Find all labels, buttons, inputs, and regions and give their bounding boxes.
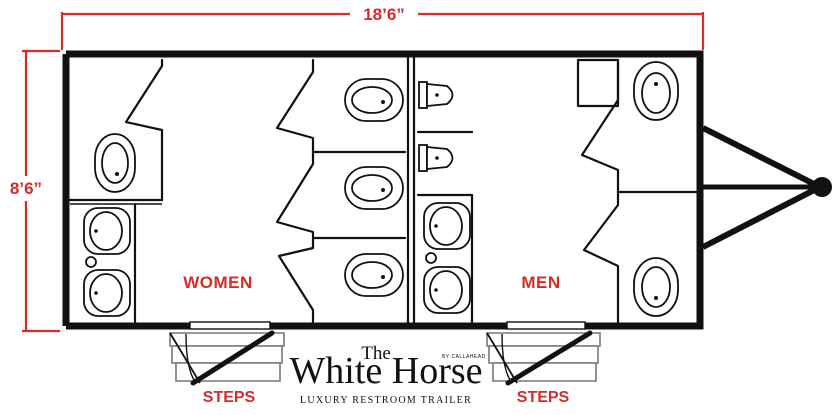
toilet-icon xyxy=(344,253,404,297)
door-swing-icon[interactable] xyxy=(185,330,275,386)
hitch-icon xyxy=(701,125,832,250)
urinal-icon xyxy=(418,81,454,109)
sink-icon xyxy=(423,266,471,314)
dimension-length: 18’6” xyxy=(60,5,705,50)
men-section xyxy=(416,58,699,324)
width-label: 8’6” xyxy=(10,179,42,198)
center-partition xyxy=(406,57,416,323)
steps-label-right: STEPS xyxy=(517,389,570,406)
brand-tagline: LUXURY RESTROOM TRAILER xyxy=(300,395,472,406)
women-section xyxy=(68,58,407,324)
room-label-men: MEN xyxy=(521,273,560,292)
trailer-outline xyxy=(62,50,704,330)
room-label-women: WOMEN xyxy=(183,273,253,292)
length-label: 18’6” xyxy=(363,5,405,24)
urinal-icon xyxy=(418,144,454,172)
toilet-icon xyxy=(94,133,136,193)
sink-icon xyxy=(425,252,437,264)
sink-icon xyxy=(85,256,97,268)
steps-label-left: STEPS xyxy=(203,389,256,406)
brand-name: White Horse xyxy=(289,350,482,392)
toilet-icon xyxy=(344,166,404,210)
brand-by: BY CALLAHEAD xyxy=(442,354,486,360)
toilet-icon xyxy=(344,78,404,122)
brand-logo: The White Horse BY CALLAHEAD LUXURY REST… xyxy=(289,343,485,406)
brand-the: The xyxy=(361,343,391,364)
door-swing-icon[interactable] xyxy=(501,330,593,386)
dimension-width: 8’6” xyxy=(10,49,60,333)
toilet-icon xyxy=(633,257,679,317)
toilet-icon xyxy=(633,61,679,121)
sink-icon xyxy=(83,269,131,317)
sink-icon xyxy=(423,202,471,250)
sink-icon xyxy=(83,207,131,255)
